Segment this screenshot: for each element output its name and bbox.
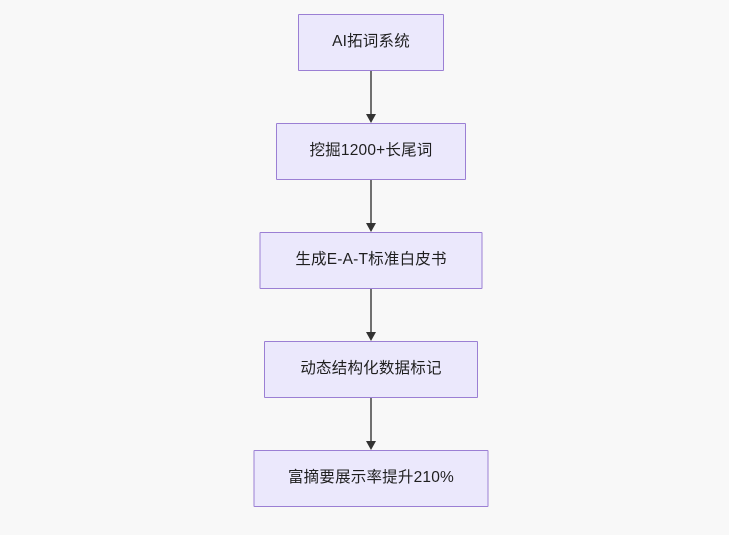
flow-node-n4[interactable]: 动态结构化数据标记: [264, 341, 478, 398]
arrowhead-down-icon: [366, 114, 376, 123]
flow-node-n3[interactable]: 生成E-A-T标准白皮书: [259, 232, 483, 289]
edge-line: [370, 398, 372, 442]
flow-node-label: 生成E-A-T标准白皮书: [295, 251, 447, 269]
flow-edge-n3-to-n4: [364, 289, 378, 341]
flow-edge-n1-to-n2: [364, 71, 378, 123]
arrowhead-down-icon: [366, 441, 376, 450]
arrowhead-down-icon: [366, 223, 376, 232]
arrowhead-down-icon: [366, 332, 376, 341]
edge-line: [370, 289, 372, 333]
flow-edge-n2-to-n3: [364, 180, 378, 232]
flow-node-n5[interactable]: 富摘要展示率提升210%: [253, 450, 489, 507]
flow-node-n1[interactable]: AI拓词系统: [298, 14, 444, 71]
flow-edge-n4-to-n5: [364, 398, 378, 450]
flow-node-label: AI拓词系统: [332, 33, 410, 51]
flow-node-label: 富摘要展示率提升210%: [287, 469, 455, 487]
edge-line: [370, 71, 372, 115]
flow-node-n2[interactable]: 挖掘1200+长尾词: [276, 123, 466, 180]
flow-node-label: 挖掘1200+长尾词: [309, 142, 433, 160]
flow-node-label: 动态结构化数据标记: [300, 360, 442, 378]
edge-line: [370, 180, 372, 224]
